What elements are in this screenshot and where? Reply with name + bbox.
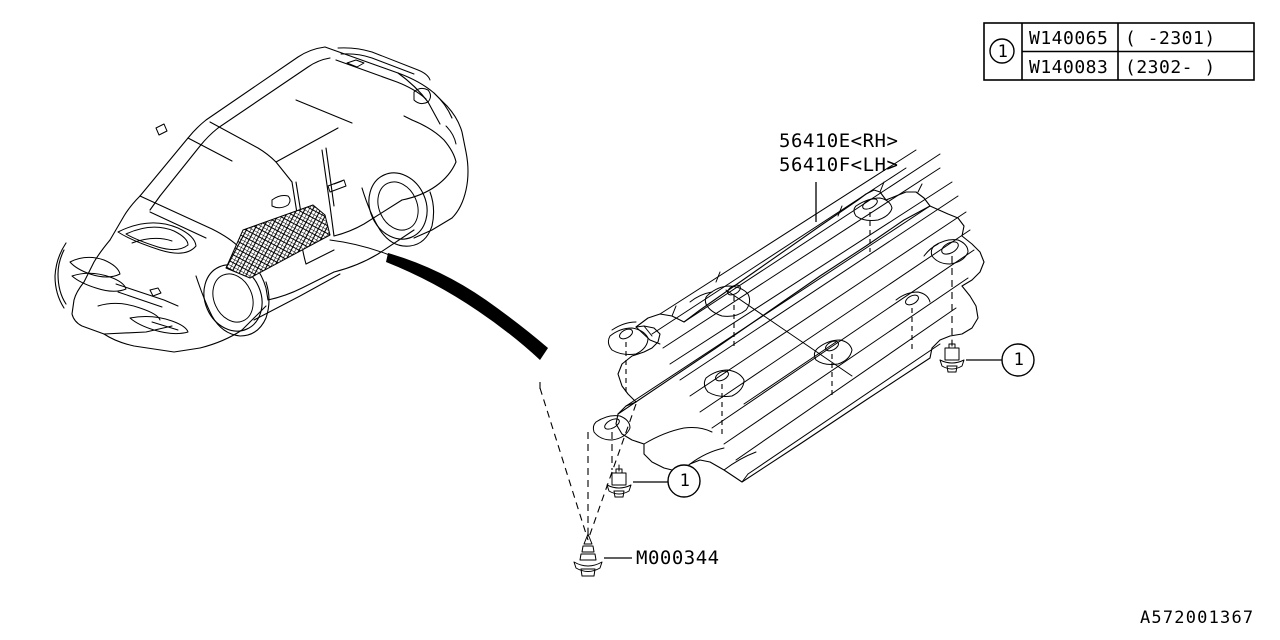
- under-cover-body: [592, 149, 985, 483]
- part-number-label-rh: 56410E<RH>: [779, 130, 899, 152]
- diagram-id-code: A572001367: [1140, 608, 1255, 628]
- table-row-0-applicability: ( -2301): [1125, 28, 1216, 49]
- table-row-1-part-number: W140083: [1029, 57, 1109, 78]
- callout-number-left: 1: [679, 471, 691, 491]
- table-row-1-applicability: (2302- ): [1125, 57, 1216, 78]
- assembly-dashed-leaders: [539, 212, 953, 541]
- push-clip-fastener: [573, 527, 603, 577]
- callout-leader-lines: [604, 182, 1002, 559]
- table-row-0-part-number: W140065: [1029, 28, 1109, 49]
- callout-number-right: 1: [1013, 350, 1025, 370]
- part-number-label-lh: 56410F<LH>: [779, 154, 899, 176]
- clip-part-number-label: M000344: [636, 547, 720, 569]
- callout-circle-left[interactable]: [667, 464, 701, 498]
- reference-table-marker: 1: [997, 42, 1009, 62]
- bolt-fastener-left: [606, 464, 632, 498]
- bolt-fastener-right: [939, 339, 965, 373]
- callout-circle-right[interactable]: [1001, 343, 1035, 377]
- callout-pointer-to-part: [329, 239, 548, 360]
- car-body-outline: [54, 46, 469, 353]
- reference-table-borders: [983, 22, 1255, 81]
